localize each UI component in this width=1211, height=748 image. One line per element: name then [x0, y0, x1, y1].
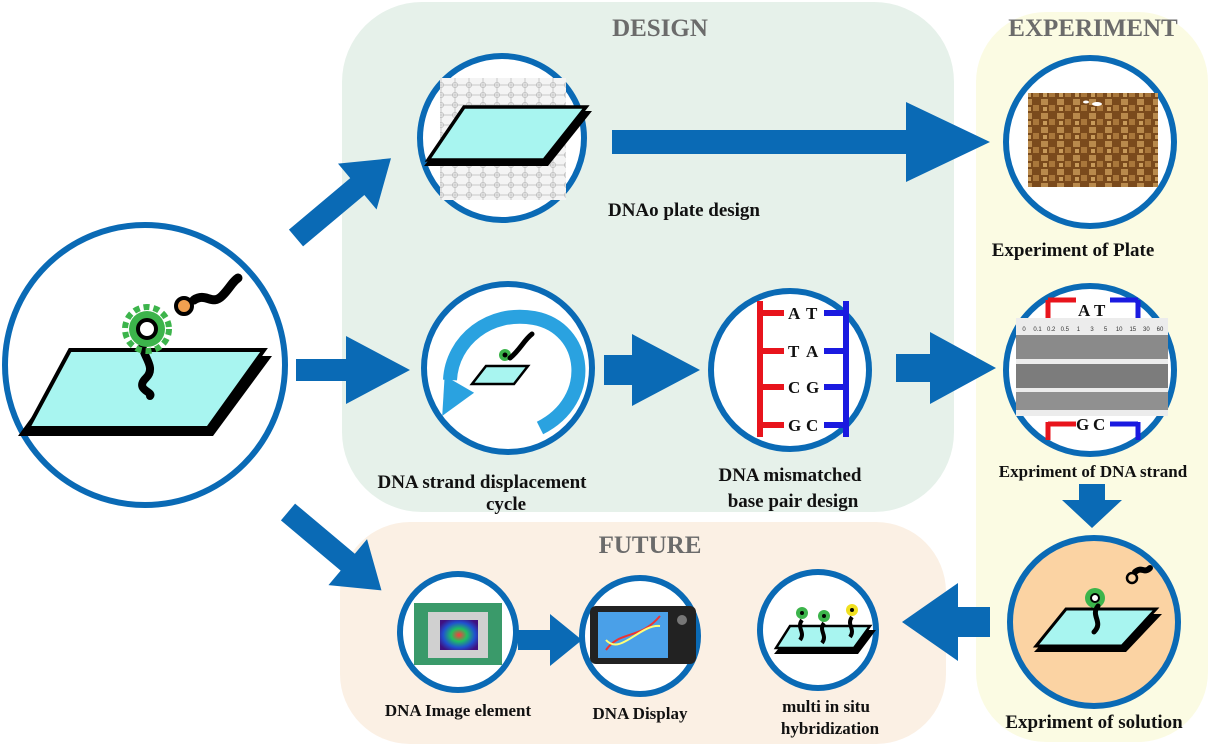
plate-design-label: DNAo plate design — [608, 200, 760, 221]
exp-strand-label: Expriment of DNA strand — [999, 462, 1188, 481]
mismatch-label-2: base pair design — [728, 491, 859, 512]
gel-tick-label: 1 — [1077, 327, 1081, 333]
gel-tick-label: 0.5 — [1061, 327, 1070, 333]
experiment-title: EXPERIMENT — [1008, 15, 1178, 42]
strand-cycle-node — [421, 281, 595, 455]
arrow-plate-to-experiment — [612, 102, 990, 182]
design-panel — [342, 2, 954, 512]
strand-cycle-label-2: cycle — [486, 494, 526, 515]
arrow-image-to-display — [518, 614, 582, 666]
design-title: DESIGN — [612, 15, 708, 42]
gel-tick-label: 10 — [1116, 327, 1123, 333]
gel-tick-label: 60 — [1157, 327, 1164, 333]
gel-tick-label: 0.2 — [1047, 327, 1056, 333]
dna-plate-main — [2, 222, 288, 508]
display-label: DNA Display — [593, 704, 688, 723]
strand-bottom-c: C — [1093, 415, 1105, 434]
gel-tick-label: 0 — [1022, 327, 1026, 333]
insitu-label-1: multi in situ — [782, 697, 870, 716]
display-node — [579, 575, 701, 697]
arrow-cycle-to-mismatch — [604, 334, 700, 406]
base-letter: C — [788, 378, 800, 397]
gel-ticks: 0 0.1 0.2 0.5 1 3 5 10 15 30 60 — [1022, 327, 1164, 333]
strand-top-t: T — [1094, 301, 1106, 320]
arrow-to-design — [288, 158, 391, 247]
exp-solution-label: Expriment of solution — [1005, 712, 1183, 733]
gear-icon — [122, 304, 172, 354]
image-element-label: DNA Image element — [385, 701, 532, 720]
base-letter: G — [788, 416, 801, 435]
plate-design-node — [417, 53, 592, 223]
strand-top-a: A — [1078, 301, 1091, 320]
base-letter: T — [788, 342, 800, 361]
arrow-to-strand-cycle — [296, 336, 410, 404]
gel-tick-label: 30 — [1143, 327, 1150, 333]
future-title: FUTURE — [599, 532, 702, 559]
strand-bottom-g: G — [1076, 415, 1089, 434]
insitu-node — [757, 569, 879, 691]
gel-tick-label: 3 — [1090, 327, 1094, 333]
base-letter: A — [806, 342, 819, 361]
gel-tick-label: 0.1 — [1033, 327, 1042, 333]
base-letter: T — [806, 304, 818, 323]
mismatch-label-1: DNA mismatched — [718, 465, 861, 486]
base-letter: A — [788, 304, 801, 323]
base-letter: C — [806, 416, 818, 435]
mismatch-node — [708, 288, 872, 452]
base-letter: G — [806, 378, 819, 397]
exp-solution-node — [1007, 535, 1181, 709]
exp-plate-label: Experiment of Plate — [992, 240, 1155, 261]
insitu-label-2: hybridization — [781, 719, 880, 738]
gel-tick-label: 15 — [1129, 327, 1136, 333]
arrow-to-future — [280, 503, 382, 591]
arrow-solution-to-insitu — [902, 583, 990, 661]
arrow-mismatch-to-strand — [896, 332, 996, 404]
image-element-node — [397, 571, 519, 693]
exp-plate-node — [1003, 55, 1177, 229]
gel-tick-label: 5 — [1104, 327, 1108, 333]
strand-cycle-label-1: DNA strand displacement — [377, 472, 587, 493]
exp-strand-node — [1003, 283, 1177, 457]
arrow-strand-to-solution — [1062, 484, 1122, 528]
